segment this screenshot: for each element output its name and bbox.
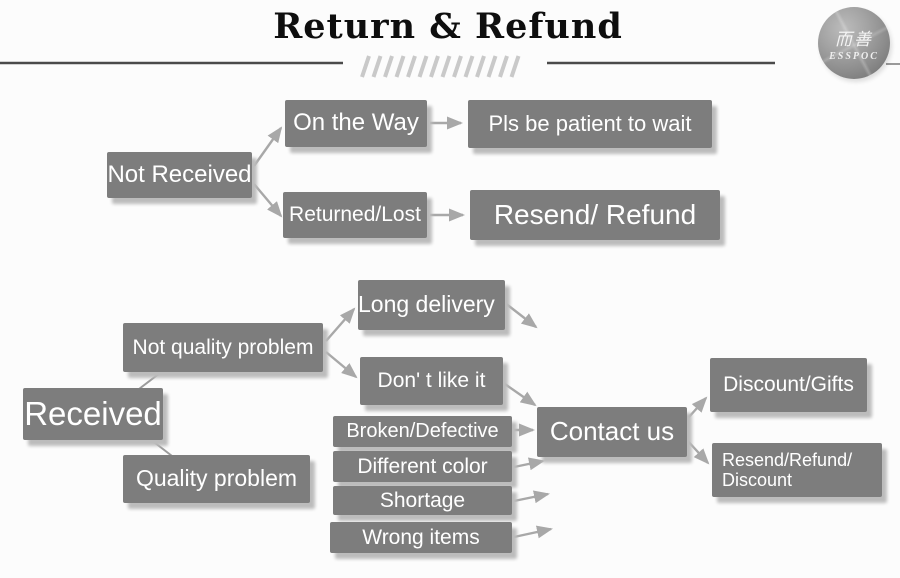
node-discount-gifts: Discount/Gifts: [710, 358, 867, 412]
node-resend-refund: Resend/ Refund: [470, 190, 720, 240]
node-resend-refund-discount: Resend/Refund/ Discount: [712, 443, 882, 497]
hatch-stroke: [486, 55, 498, 78]
hatch-stroke: [452, 55, 463, 78]
flow-arrow: [325, 351, 358, 379]
hatch-stroke: [440, 55, 452, 78]
node-pls-be-patient-to-wait: Pls be patient to wait: [468, 100, 712, 148]
flow-arrow: [501, 381, 537, 407]
node-contact-us: Contact us: [537, 407, 687, 457]
node-shortage: Shortage: [333, 486, 512, 515]
flow-arrow: [504, 302, 538, 329]
hatch-stroke: [360, 55, 371, 78]
node-not-quality-problem: Not quality problem: [123, 323, 323, 372]
esspoc-logo: 而善 ESSPOC: [818, 7, 890, 79]
flow-arrow: [513, 457, 545, 471]
hatch-stroke: [509, 55, 521, 78]
hatch-stroke: [371, 55, 383, 78]
node-wrong-items: Wrong items: [330, 522, 512, 553]
hatch-stroke: [383, 55, 394, 78]
hatch-stroke: [394, 55, 406, 78]
flow-arrow: [253, 126, 283, 167]
node-dont-like-it: Don' t like it: [360, 357, 503, 405]
node-broken-defective: Broken/Defective: [333, 416, 512, 447]
node-not-received: Not Received: [107, 152, 252, 198]
flow-arrow: [325, 307, 356, 342]
flow-arrow: [513, 490, 550, 504]
hatch-stroke: [475, 55, 486, 78]
node-quality-problem: Quality problem: [123, 455, 310, 503]
flow-arrow: [253, 183, 283, 218]
logo-brand-text: ESSPOC: [829, 51, 879, 63]
hatch-stroke: [463, 55, 475, 78]
hatch-stroke: [417, 55, 429, 78]
node-on-the-way: On the Way: [285, 100, 427, 147]
hatch-stroke: [406, 55, 417, 78]
flow-connector: [138, 372, 161, 390]
node-received: Received: [23, 388, 163, 440]
node-returned-lost: Returned/Lost: [283, 192, 427, 238]
flow-connector: [149, 438, 173, 457]
node-different-color: Different color: [333, 451, 512, 482]
node-long-delivery: Long delivery: [358, 280, 505, 330]
hatch-stroke: [429, 55, 440, 78]
hatch-stroke: [498, 55, 509, 78]
logo-chinese-text: 而善: [835, 29, 873, 50]
flow-arrow: [513, 525, 553, 539]
page-title: Return & Refund: [273, 6, 623, 47]
